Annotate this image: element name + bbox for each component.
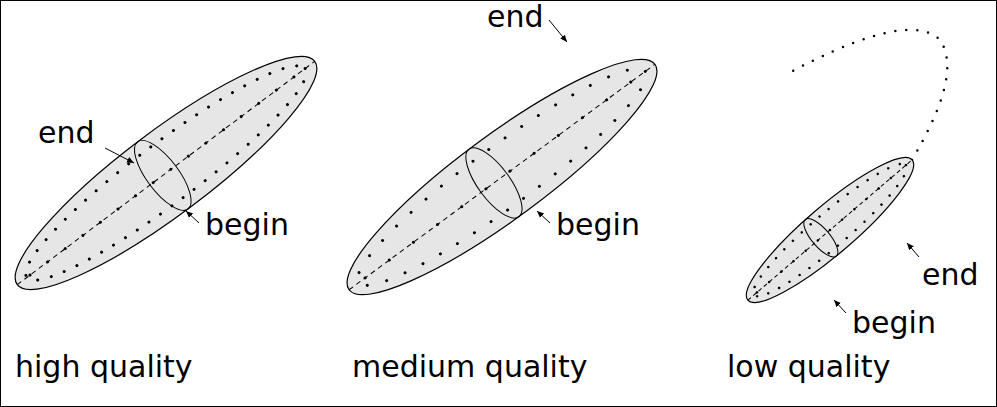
begin-label: begin xyxy=(556,210,640,240)
quality-caption: medium quality xyxy=(352,352,587,382)
end-label: end xyxy=(487,2,544,32)
end-label: end xyxy=(38,118,95,148)
end-label: end xyxy=(922,260,979,290)
quality-caption: low quality xyxy=(727,352,890,382)
begin-label: begin xyxy=(852,308,936,338)
quality-caption: high quality xyxy=(15,352,193,382)
begin-label: begin xyxy=(205,210,289,240)
